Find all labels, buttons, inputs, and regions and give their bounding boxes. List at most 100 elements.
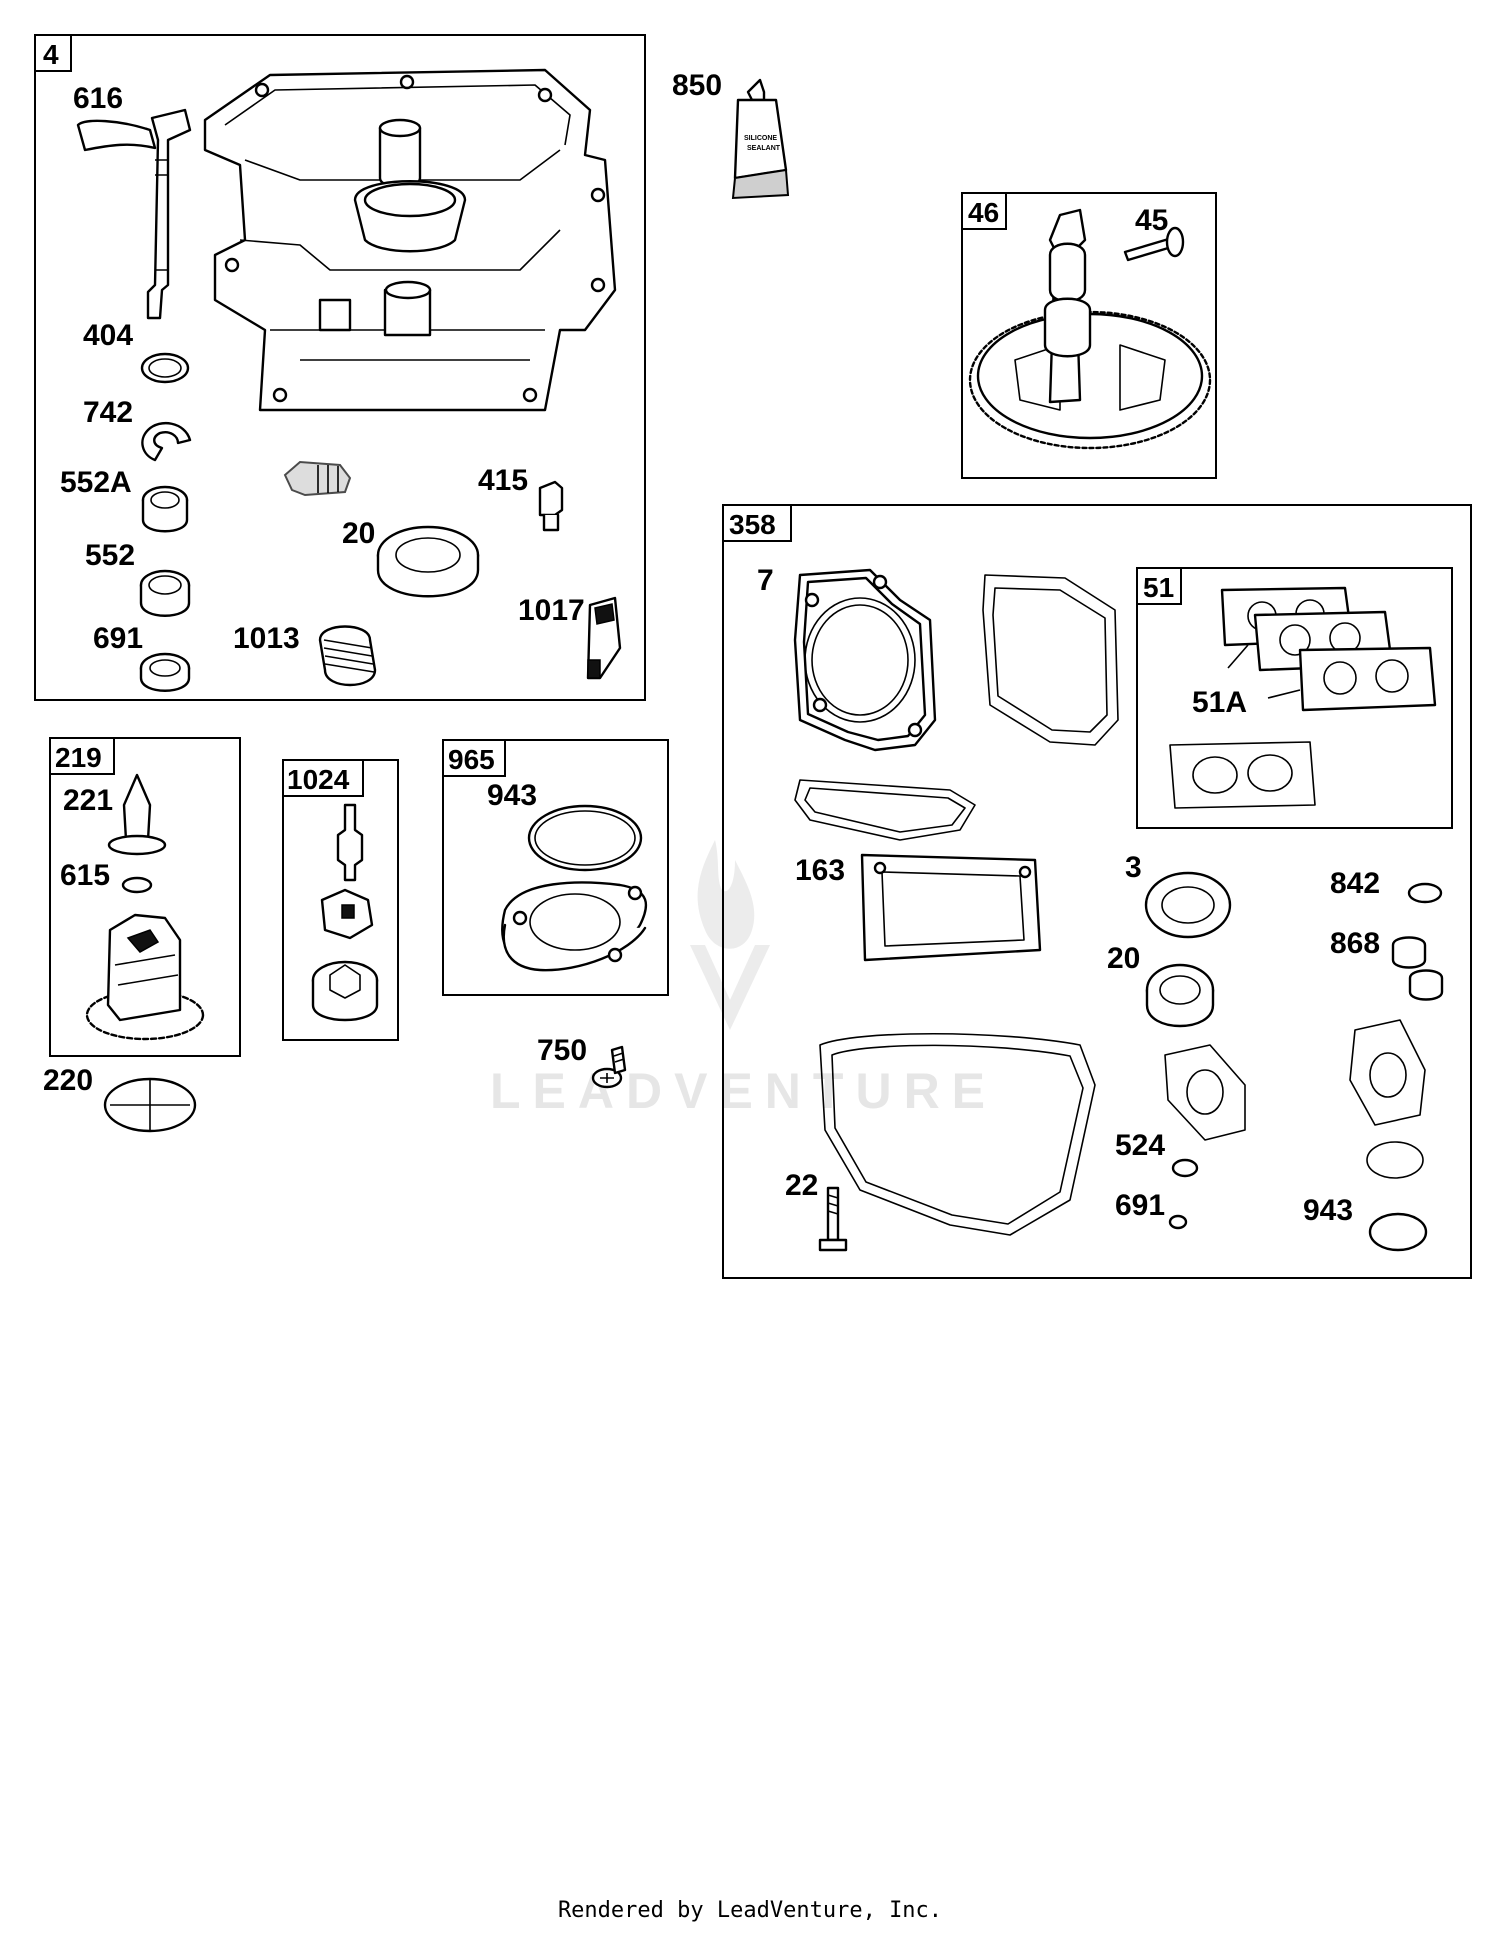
box-crankcase-tab (34, 34, 72, 72)
part-616-governor-shaft: 616 (73, 82, 192, 320)
label-552: 552 (85, 539, 135, 572)
part-7-head-gasket: 7 (757, 564, 937, 752)
box-gasket-kit-frame (1136, 567, 1453, 829)
label-524: 524 (1115, 1129, 1165, 1162)
part-691-seal: 691 (93, 622, 191, 692)
box-gasket-set-tab (722, 504, 792, 542)
watermark: LEADVENTURE (490, 840, 997, 1119)
box-governor: 219 (49, 737, 241, 1057)
part-943-o-ring: 943 (1303, 1141, 1428, 1252)
box-gasket-set-frame (722, 504, 1472, 1279)
box-oil-pump-tab (282, 759, 364, 797)
part-868-seals: 868 (1330, 927, 1444, 1001)
label-51a: 51A (1192, 686, 1247, 719)
label-45: 45 (1135, 204, 1168, 237)
label-20b: 20 (1107, 942, 1140, 975)
box-cover-tab (442, 739, 506, 777)
box-oil-pump-number: 1024 (287, 764, 350, 795)
label-616: 616 (73, 82, 123, 115)
box-governor-frame (49, 737, 241, 1057)
label-220: 220 (43, 1064, 93, 1097)
part-219-governor-gear (85, 913, 205, 1041)
box-cover-number: 965 (448, 744, 495, 775)
part-46-camshaft-gear (968, 208, 1212, 450)
label-221: 221 (63, 784, 113, 817)
part-965-pump-cover (501, 881, 648, 972)
label-7: 7 (757, 564, 774, 597)
part-51a-gaskets: 51A (1169, 586, 1437, 809)
footer-credit: Rendered by LeadVenture, Inc. (557, 1898, 943, 1923)
box-camshaft-frame (961, 192, 1217, 479)
box-crankcase-number: 4 (43, 39, 59, 70)
label-1017: 1017 (518, 594, 585, 627)
part-842-clip: 842 (1330, 867, 1443, 904)
box-gasket-kit-number: 51 (1143, 572, 1174, 603)
watermark-text: LEADVENTURE (490, 1063, 997, 1119)
part-742-e-clip: 742 (83, 396, 192, 462)
sealant-tube-line2: SEALANT (747, 145, 781, 152)
watermark-v-icon (690, 945, 770, 1030)
box-crankcase: 4 (34, 34, 646, 701)
part-22-bolt: 22 (785, 1169, 848, 1252)
box-governor-tab (49, 737, 115, 775)
part-20-bearing: 20 (1107, 942, 1215, 1028)
box-cover: 965 (442, 739, 669, 996)
part-524-washer: 524 (1115, 1129, 1199, 1178)
part-1017-bracket: 1017 (518, 594, 622, 680)
part-615-retainer: 615 (60, 859, 153, 894)
label-842: 842 (1330, 867, 1380, 900)
box-cover-frame (442, 739, 669, 996)
part-163-gasket: 163 (795, 853, 1042, 962)
part-valve-cover-gasket (982, 574, 1119, 746)
part-1013-nipple: 1013 (233, 622, 377, 687)
box-gasket-kit-tab (1136, 567, 1182, 605)
part-1024-oil-pump-parts (311, 803, 379, 1022)
part-3-seal: 3 (1125, 851, 1232, 939)
label-943: 943 (487, 779, 537, 812)
part-850-sealant-tube: SILICONE SEALANT 850 (672, 69, 790, 200)
part-404-washer: 404 (83, 319, 190, 384)
box-gasket-set: 358 (722, 504, 1472, 1279)
box-gasket-set-number: 358 (729, 509, 776, 540)
part-221-governor-cup: 221 (63, 773, 167, 856)
label-1013: 1013 (233, 622, 300, 655)
part-carb-gaskets (1164, 1019, 1426, 1141)
label-943b: 943 (1303, 1194, 1353, 1227)
label-691: 691 (93, 622, 143, 655)
crankcase-housing (203, 68, 617, 412)
watermark-flame-icon (697, 840, 755, 949)
part-750-screw: 750 (537, 1034, 627, 1089)
label-691b: 691 (1115, 1189, 1165, 1222)
part-691-seal-small: 691 (1115, 1189, 1188, 1230)
box-camshaft-number: 46 (968, 197, 999, 228)
part-sump-gasket (819, 1032, 1096, 1236)
box-crankcase-frame (34, 34, 646, 701)
part-20-oil-seal: 20 (342, 517, 480, 598)
label-552a: 552A (60, 466, 132, 499)
label-750: 750 (537, 1034, 587, 1067)
label-742: 742 (83, 396, 133, 429)
box-oil-pump: 1024 (282, 759, 399, 1041)
box-camshaft-tab (961, 192, 1007, 230)
label-3: 3 (1125, 851, 1142, 884)
label-868: 868 (1330, 927, 1380, 960)
box-gasket-kit: 51 (1136, 567, 1453, 829)
box-governor-number: 219 (55, 742, 102, 773)
part-220-governor-disc: 220 (43, 1064, 197, 1133)
part-552a-bushing: 552A (60, 466, 189, 533)
label-404: 404 (83, 319, 133, 352)
label-20: 20 (342, 517, 375, 550)
part-intake-gasket (794, 779, 976, 841)
part-415-fitting: 415 (478, 464, 564, 532)
label-415: 415 (478, 464, 528, 497)
part-552-bushing: 552 (85, 539, 191, 617)
label-850: 850 (672, 69, 722, 102)
sealant-tube-line1: SILICONE (744, 135, 777, 142)
label-163: 163 (795, 854, 845, 887)
part-breather-plug (283, 460, 352, 497)
box-camshaft: 46 (961, 192, 1217, 479)
part-45-lifter: 45 (1123, 204, 1185, 262)
part-943-cover-o-ring: 943 (487, 779, 643, 872)
label-615: 615 (60, 859, 110, 892)
